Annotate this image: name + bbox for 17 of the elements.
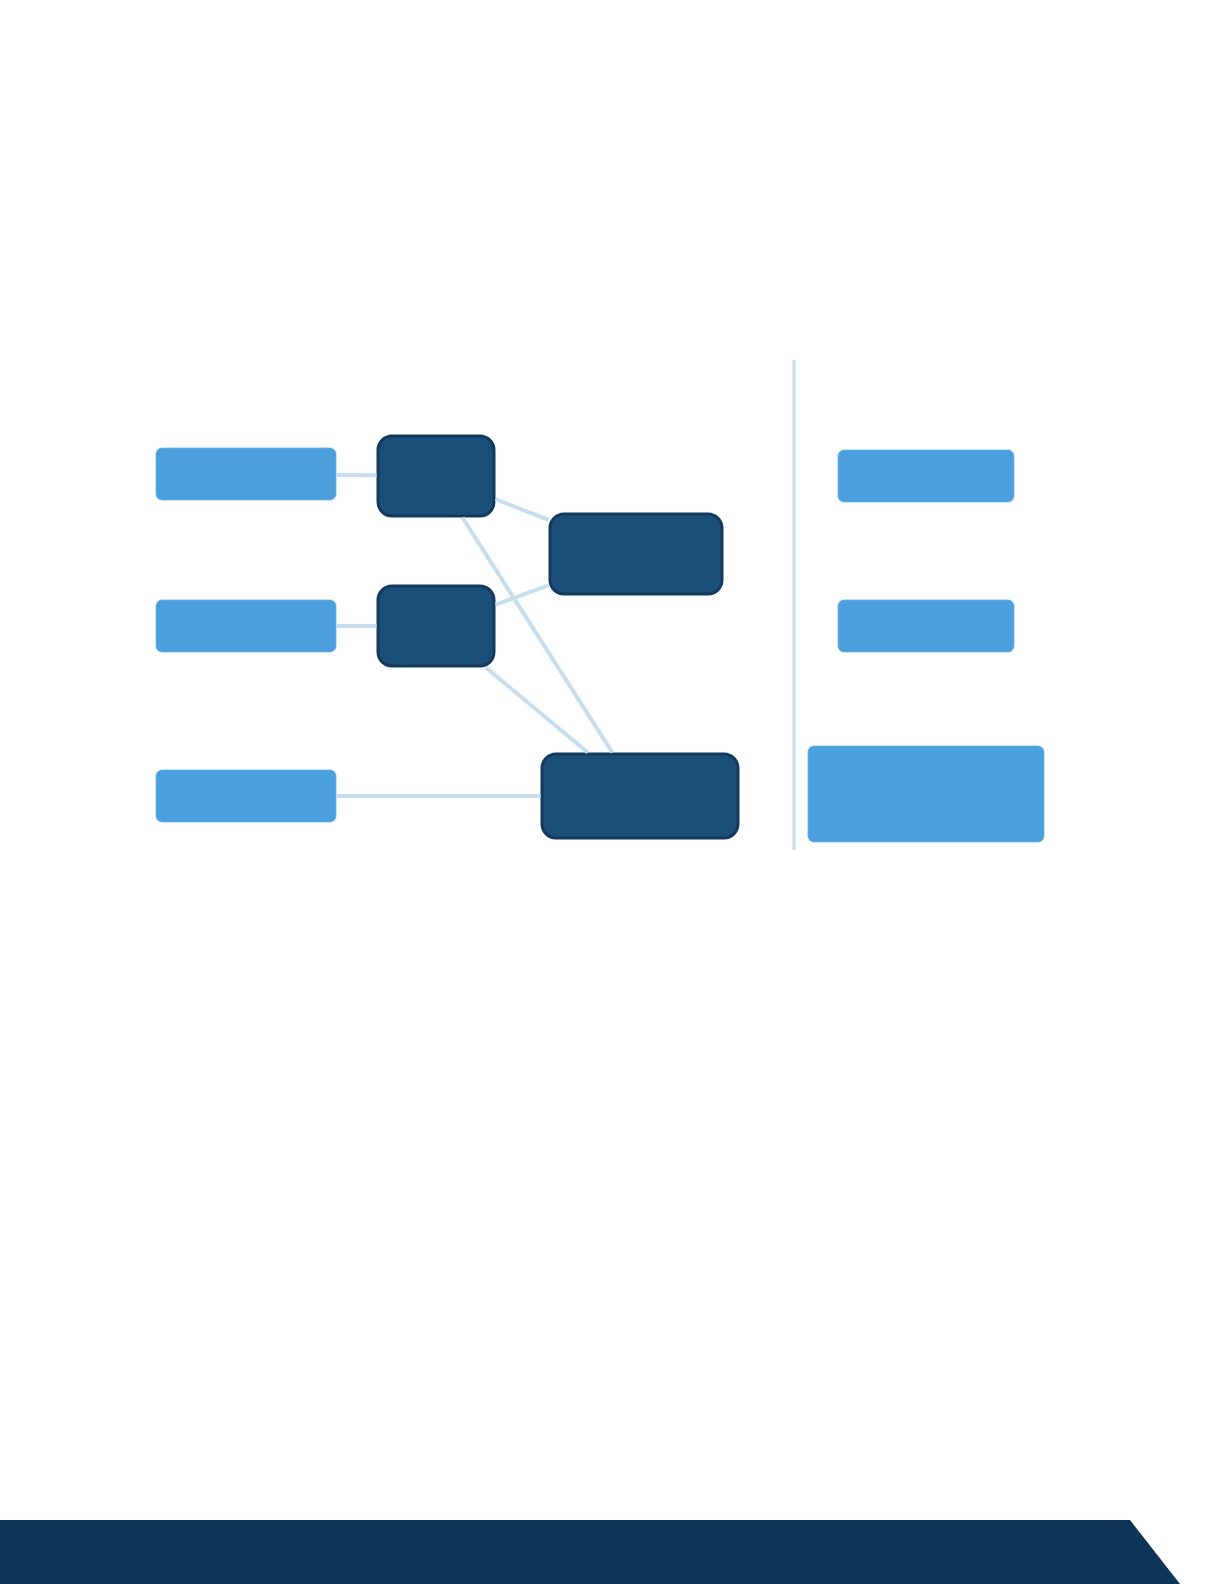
process-box: [155, 769, 337, 823]
connector-line: [494, 583, 550, 607]
connector-line: [484, 665, 590, 755]
system-box: [376, 584, 496, 668]
process-box: [807, 745, 1045, 843]
connector-line: [460, 516, 614, 754]
system-box: [548, 512, 724, 596]
connector-line: [336, 624, 377, 628]
connector-line: [336, 472, 377, 478]
system-box: [376, 434, 496, 518]
connector-line: [494, 497, 550, 522]
system-box: [540, 752, 740, 840]
process-box: [155, 447, 337, 501]
process-box: [837, 599, 1015, 653]
connector-line: [336, 794, 541, 798]
process-box: [837, 449, 1015, 503]
process-box: [155, 599, 337, 653]
